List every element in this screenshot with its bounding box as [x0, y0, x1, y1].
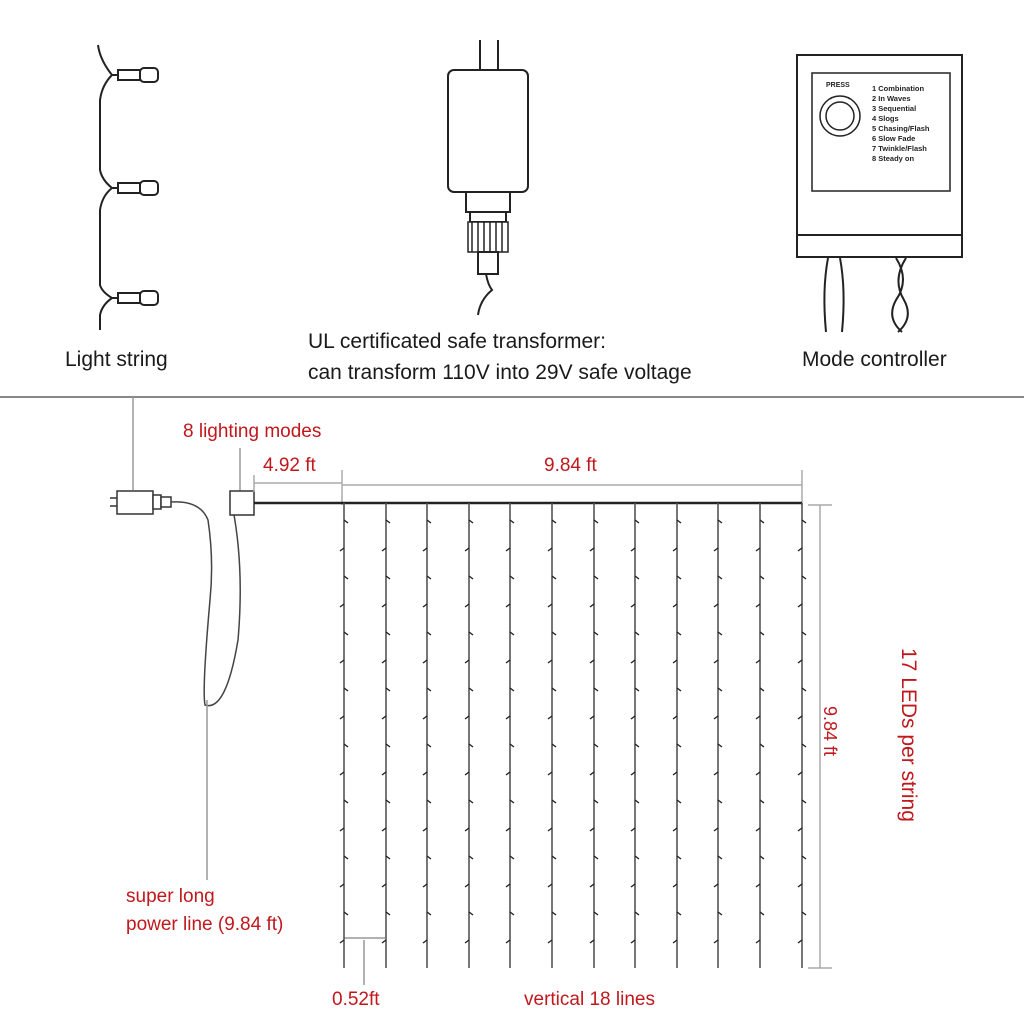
mode-list: 1 Combination 2 In Waves 3 Sequential 4 … [872, 84, 930, 164]
height-label: 9.84 ft [820, 706, 840, 757]
spacing-label: 0.52ft [332, 989, 380, 1010]
press-label: PRESS [826, 82, 850, 89]
lead-length-label: 4.92 ft [263, 455, 316, 476]
led-strings [343, 503, 803, 968]
power-line-label-line1: super long [126, 886, 215, 907]
mode-item: 6 Slow Fade [872, 134, 916, 143]
mode-controller-icon [796, 54, 963, 333]
transformer-icon [447, 40, 529, 316]
mode-item: 7 Twinkle/Flash [872, 144, 927, 153]
light-string-icon [97, 44, 159, 330]
transformer-caption-line1: UL certificated safe transformer: [308, 330, 606, 353]
dimension-lines [206, 470, 832, 985]
width-label: 9.84 ft [544, 455, 597, 476]
lighting-modes-label: 8 lighting modes [183, 421, 322, 442]
controller-box-icon [229, 448, 255, 516]
light-string-caption: Light string [65, 348, 168, 371]
power-plug-icon [110, 397, 241, 707]
transformer-caption-line2: can transform 110V into 29V safe voltage [308, 361, 692, 384]
mode-item: 2 In Waves [872, 94, 911, 103]
mode-item: 4 Slogs [872, 114, 899, 123]
leds-per-string-label: 17 LEDs per string [897, 648, 920, 822]
vertical-lines-label: vertical 18 lines [524, 989, 655, 1010]
mode-item: 3 Sequential [872, 104, 917, 113]
mode-controller-caption: Mode controller [802, 348, 947, 371]
power-line-label-line2: power line (9.84 ft) [126, 914, 284, 935]
mode-item: 8 Steady on [872, 154, 915, 163]
led-ticks [339, 519, 807, 944]
mode-item: 5 Chasing/Flash [872, 124, 930, 133]
mode-item: 1 Combination [872, 84, 925, 93]
